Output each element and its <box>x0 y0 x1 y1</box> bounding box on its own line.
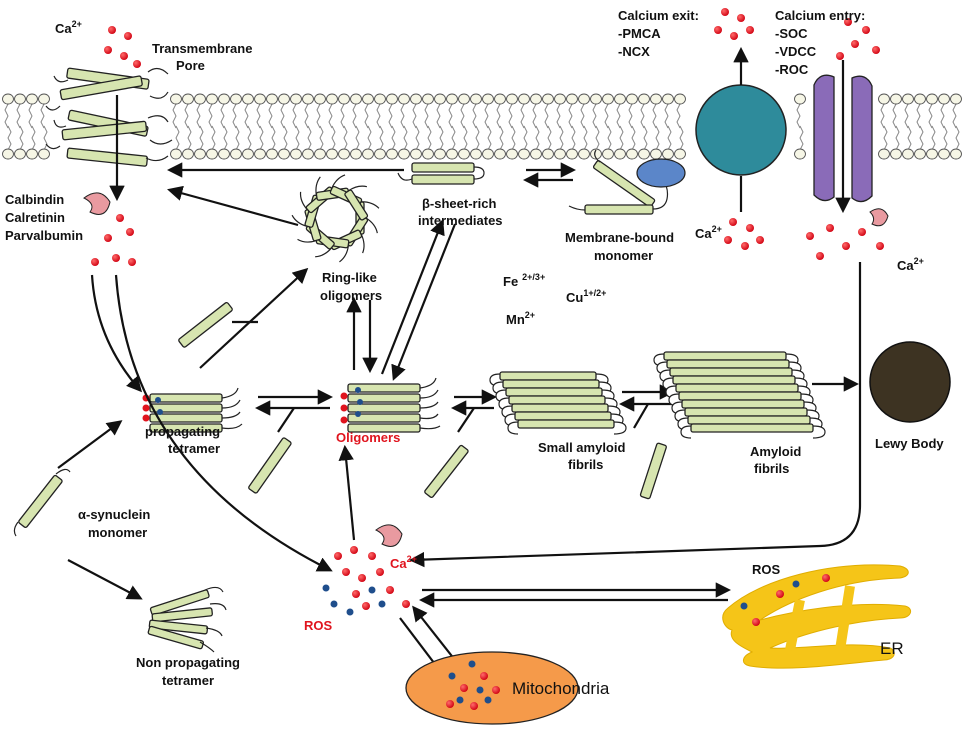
oligomer-fibril-branch <box>457 407 475 433</box>
monomer-to-nonpropagating-arrow <box>67 559 143 600</box>
non-propagating-tetramer <box>147 586 227 653</box>
calcium-label-pump: Ca2+ <box>695 224 722 241</box>
lewy-body-label: Lewy Body <box>875 436 944 451</box>
propagating-tetramer-label: propagating tetramer <box>145 424 224 456</box>
small-amyloid-branch <box>633 403 649 429</box>
calcium-label-top: Ca2+ <box>55 19 82 36</box>
small-fibrils-label: Small amyloid fibrils <box>538 440 629 472</box>
ring-like-oligomers <box>291 174 380 263</box>
er-label: ER <box>880 639 904 658</box>
beta-sheet-intermediates <box>397 162 485 185</box>
transmembrane-pore-label: Transmembrane Pore <box>152 41 256 73</box>
beta-to-oligomer-arrow <box>391 223 457 381</box>
calcium-entry-label: Calcium entry: -SOC -VDCC -ROC <box>775 8 869 77</box>
calcium-dots-binding <box>91 214 136 266</box>
amyloid-fibrils <box>653 351 826 439</box>
calcium-dots-entry <box>836 18 880 60</box>
propagating-tetramer <box>142 387 243 433</box>
calcium-label-right: Ca2+ <box>897 256 924 273</box>
ros-label-center: ROS <box>304 618 333 633</box>
binding-protein-right <box>869 208 889 227</box>
binding-protein-left <box>83 192 111 215</box>
membrane-bound-monomer <box>568 149 669 215</box>
copper-label: Cu1+/2+ <box>566 288 606 305</box>
alpha-synuclein-monomer-label: α-synuclein monomer <box>78 507 154 540</box>
calcium-dots-right <box>806 224 884 260</box>
cytosol-to-oligomer-arrow <box>338 444 356 541</box>
monomer-rod-oligomer <box>424 444 469 498</box>
tetramer-oligomer-branch <box>277 407 295 433</box>
ring-to-pore-arrow <box>167 185 299 227</box>
oligomers-label: Oligomers <box>336 430 400 445</box>
oligomer-to-beta-arrow <box>380 219 445 375</box>
monomer-rod-fibril <box>639 442 667 500</box>
ros-label-er: ROS <box>752 562 781 577</box>
calcium-dots-pore <box>104 26 141 68</box>
alpha-synuclein-monomer <box>18 474 63 528</box>
calcium-dots-pump-inside <box>724 218 764 250</box>
membrane-bound-monomer-label: Membrane-bound monomer <box>565 230 678 263</box>
small-amyloid-fibrils <box>489 371 627 435</box>
central-calcium-ros-cluster <box>322 546 410 616</box>
oligomers <box>340 377 441 433</box>
monomer-to-ring-arrow <box>199 267 309 369</box>
calcium-exit-label: Calcium exit: -PMCA -NCX <box>618 8 703 59</box>
amyloid-fibrils-label: Amyloid fibrils <box>750 444 805 476</box>
non-propagating-tetramer-label: Non propagating tetramer <box>136 655 244 688</box>
mitochondria-label: Mitochondria <box>512 679 610 698</box>
monomer-rod-upper <box>178 301 233 348</box>
beta-sheet-label: β-sheet-rich intermediates <box>418 196 503 228</box>
ring-like-oligomers-label: Ring-like oligomers <box>320 270 382 303</box>
endoplasmic-reticulum <box>722 564 912 669</box>
calcium-dots-exit <box>714 8 754 40</box>
calcium-to-cytosol-arrow <box>114 274 333 572</box>
membrane-bound-protein <box>636 158 686 188</box>
calcium-to-tetramer-arrow <box>90 274 143 393</box>
calcium-binding-proteins-label: Calbindin Calretinin Parvalbumin <box>5 192 83 243</box>
transmembrane-pore <box>45 67 173 167</box>
calcium-channel-left <box>813 74 835 202</box>
binding-protein-center <box>375 524 403 547</box>
monomer-to-tetramer-arrow <box>57 420 123 469</box>
calcium-channel-right <box>851 75 873 203</box>
calcium-pump <box>695 84 787 176</box>
monomer-rod-tetramer <box>248 437 292 494</box>
cell-membrane <box>2 93 962 160</box>
calcium-label-center: Ca2+ <box>390 554 417 571</box>
er-dots <box>740 574 830 626</box>
calcium-entry-to-cytosol-arrow <box>408 262 862 568</box>
manganese-label: Mn2+ <box>506 310 535 327</box>
lewy-body <box>869 341 951 423</box>
mitochondria-dots <box>446 660 500 710</box>
